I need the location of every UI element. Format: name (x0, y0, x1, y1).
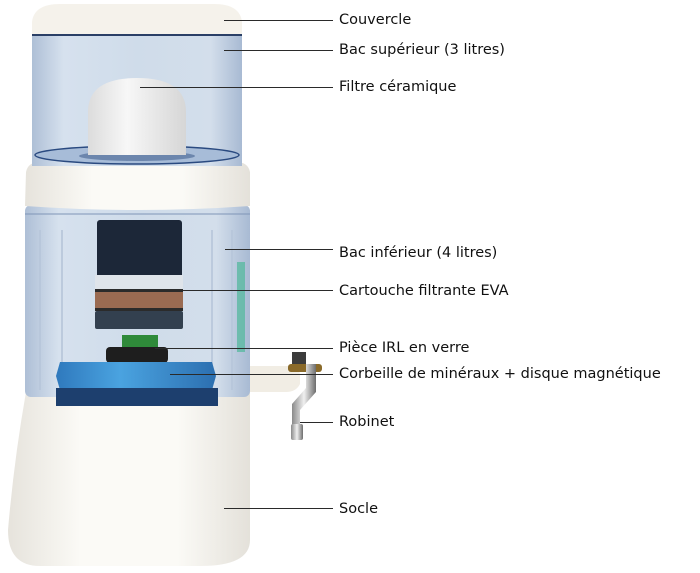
leader-line-robinet (300, 422, 333, 423)
label-piece-irl: Pièce IRL en verre (339, 340, 470, 356)
mineral-basket (56, 362, 218, 406)
label-couvercle: Couvercle (339, 12, 412, 28)
leader-line-corbeille (170, 374, 333, 375)
base-socle (8, 392, 250, 566)
leader-line-socle (224, 508, 333, 509)
label-socle: Socle (339, 501, 378, 517)
label-robinet: Robinet (339, 414, 395, 430)
label-corbeille: Corbeille de minéraux + disque magnétiqu… (339, 366, 661, 382)
collar-ring (25, 162, 250, 210)
leader-line-cartouche (170, 290, 333, 291)
label-cartouche: Cartouche filtrante EVA (339, 283, 509, 299)
label-bac-superieur: Bac supérieur (3 litres) (339, 42, 505, 58)
leader-line-filtre-ceramique (140, 87, 333, 88)
irl-glass-piece (106, 335, 168, 363)
leader-line-bac-inferieur (225, 249, 333, 250)
leader-line-bac-superieur (224, 50, 333, 51)
lid-couvercle (32, 4, 242, 34)
leader-line-couvercle (224, 20, 333, 21)
ceramic-dome-filter (88, 78, 186, 155)
label-bac-inferieur: Bac inférieur (4 litres) (339, 245, 498, 261)
label-filtre-ceramique: Filtre céramique (339, 79, 457, 95)
eva-cartridge (95, 220, 183, 329)
tap-robinet (250, 352, 322, 440)
leader-line-piece-irl (155, 348, 333, 349)
